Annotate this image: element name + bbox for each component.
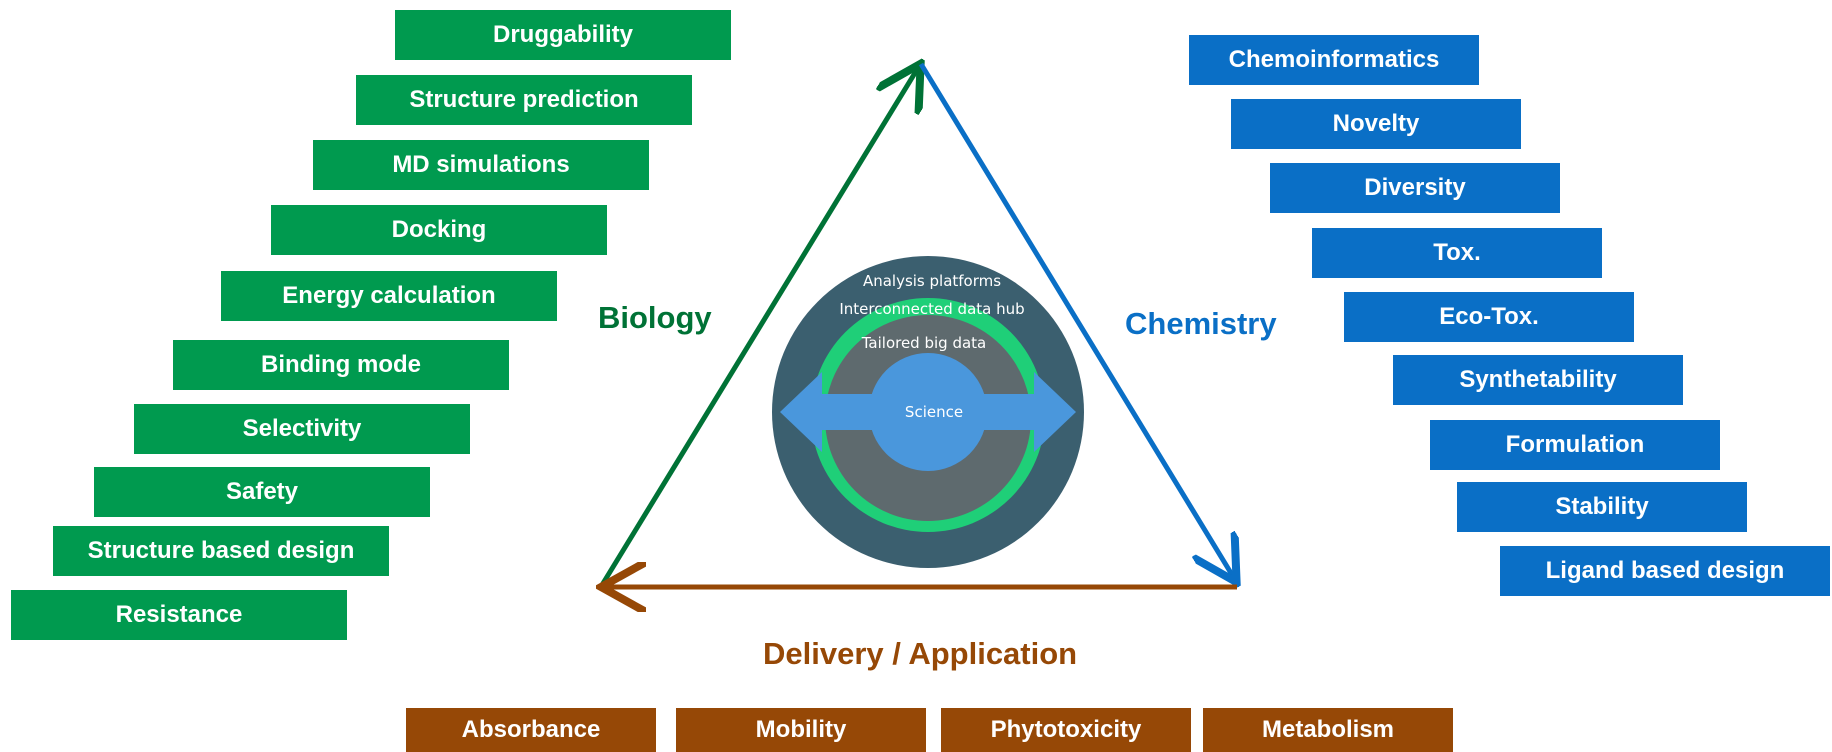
biology-arrow	[599, 68, 918, 587]
biology-item-selectivity: Selectivity	[134, 404, 470, 454]
chemistry-item-synthetability: Synthetability	[1393, 355, 1683, 405]
biology-item-structure-based-design: Structure based design	[53, 526, 389, 576]
biology-item-md-simulations: MD simulations	[313, 140, 649, 190]
biology-item-docking: Docking	[271, 205, 607, 255]
hub-outer-label: Analysis platforms	[863, 272, 1001, 290]
delivery-item-mobility: Mobility	[676, 708, 926, 752]
chemistry-item-diversity: Diversity	[1270, 163, 1560, 213]
chemistry-label: Chemistry	[1125, 306, 1277, 341]
data-hub: Analysis platforms Interconnected data h…	[772, 256, 1084, 568]
biology-label: Biology	[598, 300, 712, 335]
hub-double-arrow	[780, 372, 1076, 452]
biology-item-resistance: Resistance	[11, 590, 347, 640]
chemistry-item-novelty: Novelty	[1231, 99, 1521, 149]
hub-inner-label: Tailored big data	[861, 334, 987, 352]
biology-item-energy-calculation: Energy calculation	[221, 271, 557, 321]
chemistry-item-formulation: Formulation	[1430, 420, 1720, 470]
biology-item-druggability: Druggability	[395, 10, 731, 60]
hub-middle-label: Interconnected data hub	[839, 300, 1024, 318]
biology-item-structure-prediction: Structure prediction	[356, 75, 692, 125]
delivery-item-metabolism: Metabolism	[1203, 708, 1453, 752]
chemistry-item-ligand-based-design: Ligand based design	[1500, 546, 1830, 596]
chemistry-item-stability: Stability	[1457, 482, 1747, 532]
delivery-label: Delivery / Application	[763, 636, 1078, 671]
chemistry-item-eco-tox: Eco-Tox.	[1344, 292, 1634, 342]
biology-item-safety: Safety	[94, 467, 430, 517]
chemistry-item-tox: Tox.	[1312, 228, 1602, 278]
chemistry-arrow	[918, 62, 1234, 578]
delivery-item-phytotoxicity: Phytotoxicity	[941, 708, 1191, 752]
delivery-item-absorbance: Absorbance	[406, 708, 656, 752]
chemistry-item-chemoinformatics: Chemoinformatics	[1189, 35, 1479, 85]
biology-item-binding-mode: Binding mode	[173, 340, 509, 390]
hub-core-label: Science	[905, 403, 963, 421]
